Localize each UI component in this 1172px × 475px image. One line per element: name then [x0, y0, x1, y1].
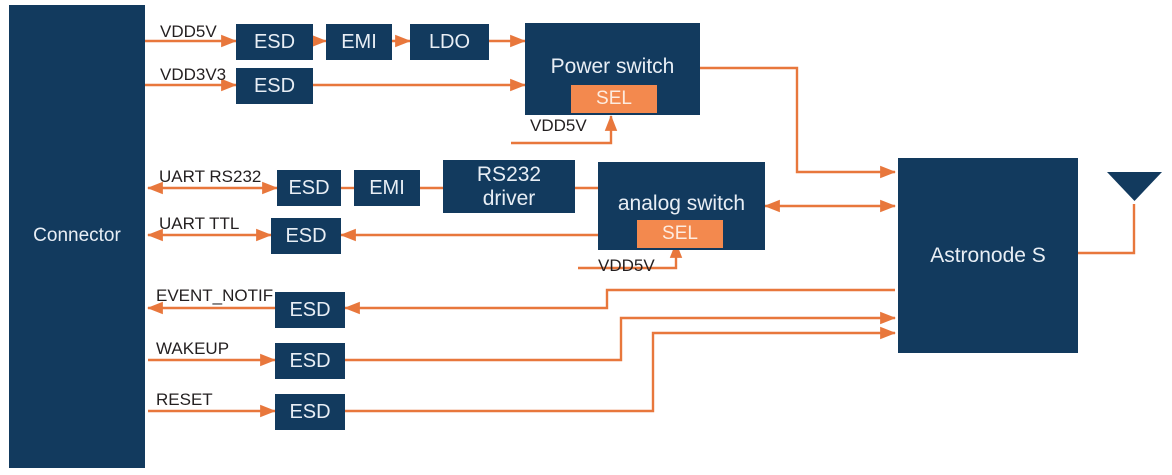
- block-esd-reset[interactable]: ESD: [275, 394, 345, 430]
- block-rs232-driver[interactable]: RS232 driver: [443, 160, 575, 213]
- block-esd-rs232[interactable]: ESD: [277, 170, 341, 206]
- signal-text-reset: RESET: [156, 390, 213, 409]
- wire-esd-reset-to-astronode: [345, 326, 896, 413]
- block-esd-reset-label: ESD: [289, 401, 331, 423]
- block-esd-uart-ttl-label: ESD: [285, 225, 327, 247]
- signal-label-wakeup: WAKEUP: [156, 339, 229, 359]
- block-esd-event-notif-label: ESD: [289, 299, 331, 321]
- block-emi-vdd5v-label: EMI: [341, 31, 377, 53]
- signal-label-vdd5v: VDD5V: [160, 22, 217, 42]
- block-emi-rs232[interactable]: EMI: [354, 170, 420, 206]
- signal-text-uart-rs232: UART RS232: [159, 167, 262, 186]
- block-power-switch[interactable]: Power switch: [525, 23, 700, 115]
- wire-analogswitch-sel-supply: [578, 242, 683, 270]
- block-power-switch-label: Power switch: [550, 55, 675, 78]
- block-astronode-s-label: Astronode S: [930, 243, 1046, 267]
- block-esd-uart-ttl[interactable]: ESD: [271, 218, 341, 254]
- analog-switch-sel-label: SEL: [662, 223, 698, 244]
- block-esd-vdd3v3-label: ESD: [253, 75, 296, 97]
- block-connector[interactable]: Connector: [9, 5, 145, 468]
- block-esd-wakeup[interactable]: ESD: [275, 343, 345, 379]
- block-ldo-vdd5v-label: LDO: [428, 31, 471, 53]
- analog-switch-sel[interactable]: SEL: [637, 220, 723, 248]
- block-esd-vdd3v3[interactable]: ESD: [236, 68, 313, 104]
- wire-powerswitch-to-astronode: [700, 66, 896, 179]
- block-esd-event-notif[interactable]: ESD: [275, 292, 345, 328]
- supply-text-analog-switch: VDD5V: [598, 256, 655, 275]
- signal-label-vdd3v3: VDD3V3: [160, 65, 226, 85]
- block-ldo-vdd5v[interactable]: LDO: [410, 24, 489, 60]
- wire-esd-wakeup-to-astronode: [345, 311, 896, 362]
- signal-label-uart-rs232: UART RS232: [159, 167, 261, 187]
- block-analog-switch-label: analog switch: [617, 192, 746, 215]
- supply-label-analog-switch: VDD5V: [598, 256, 655, 276]
- power-switch-sel[interactable]: SEL: [571, 85, 657, 113]
- signal-text-event-notif: EVENT_NOTIF: [156, 286, 274, 305]
- block-connector-label: Connector: [33, 225, 121, 247]
- signal-label-reset: RESET: [156, 390, 213, 410]
- power-switch-sel-label: SEL: [596, 88, 632, 109]
- block-emi-vdd5v[interactable]: EMI: [326, 24, 392, 60]
- wire-astronode-to-antenna: [1078, 204, 1136, 255]
- signal-text-vdd5v: VDD5V: [160, 22, 217, 41]
- supply-text-power-switch: VDD5V: [530, 116, 587, 135]
- block-esd-rs232-label: ESD: [288, 177, 330, 199]
- block-emi-rs232-label: EMI: [369, 177, 405, 199]
- block-rs232-driver-label: RS232 driver: [476, 163, 542, 210]
- wire-powerswitch-sel-supply: [511, 115, 618, 145]
- signal-text-uart-ttl: UART TTL: [159, 214, 240, 233]
- signal-label-event-notif: EVENT_NOTIF: [156, 286, 273, 306]
- signal-text-wakeup: WAKEUP: [156, 339, 230, 358]
- supply-label-power-switch: VDD5V: [530, 116, 587, 136]
- block-esd-vdd5v-label: ESD: [253, 31, 296, 53]
- antenna-icon: [1107, 172, 1162, 201]
- signal-label-uart-ttl: UART TTL: [159, 214, 239, 234]
- wire-astronode-to-esd-event: [344, 288, 895, 315]
- block-esd-vdd5v[interactable]: ESD: [236, 24, 313, 60]
- block-esd-wakeup-label: ESD: [289, 350, 331, 372]
- block-astronode-s[interactable]: Astronode S: [898, 158, 1078, 353]
- signal-text-vdd3v3: VDD3V3: [160, 65, 227, 84]
